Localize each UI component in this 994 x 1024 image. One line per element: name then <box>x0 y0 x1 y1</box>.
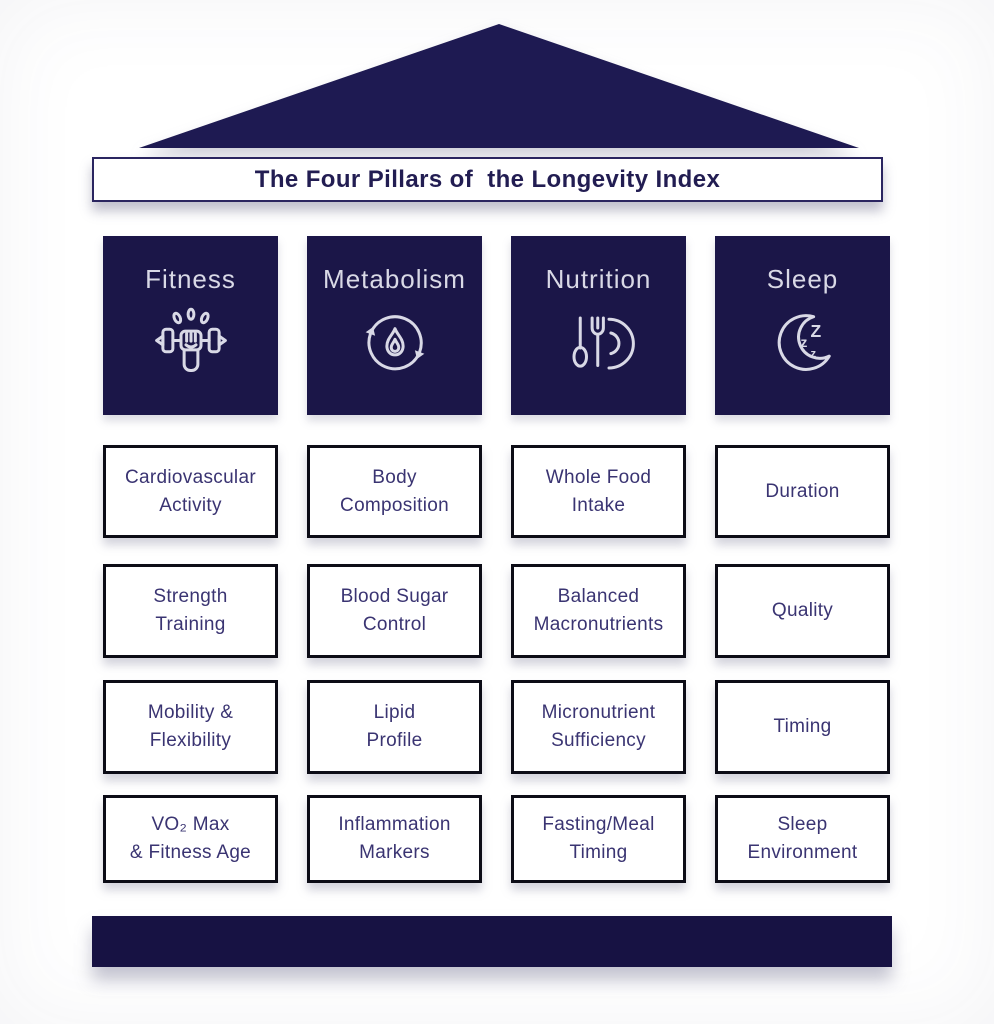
pillar-label: Fitness <box>145 264 236 294</box>
factor-label: Inflammation Markers <box>338 814 451 863</box>
factor-box: Mobility & Flexibility <box>103 680 278 774</box>
pillar-header-fitness: Fitness <box>103 236 278 415</box>
factor-label: Sleep Environment <box>747 814 858 863</box>
cutlery-plate-icon <box>572 316 635 370</box>
factor-label: Mobility & Flexibility <box>147 702 234 751</box>
factor-label: Blood Sugar Control <box>340 586 449 635</box>
pillar-header-sleep: Sleep Z z z <box>715 236 890 415</box>
factor-box: Blood Sugar Control <box>307 564 482 658</box>
factor-box: Fasting/Meal Timing <box>511 795 686 883</box>
factor-label: Micronutrient Sufficiency <box>541 702 656 751</box>
moon-zzz-icon: Z z z <box>777 314 831 371</box>
factor-label: Balanced Macronutrients <box>533 586 664 635</box>
factor-label: Timing <box>773 716 832 738</box>
factor-label: Quality <box>771 600 834 622</box>
factor-box: Lipid Profile <box>307 680 482 774</box>
diagram-title: The Four Pillars of the Longevity Index <box>254 165 721 193</box>
factor-box: Whole Food Intake <box>511 445 686 538</box>
metabolism-flame-cycle-icon <box>365 315 424 371</box>
pillar-label: Metabolism <box>323 264 466 294</box>
factor-box: Micronutrient Sufficiency <box>511 680 686 774</box>
factor-box: Body Composition <box>307 445 482 538</box>
factor-box: Balanced Macronutrients <box>511 564 686 658</box>
pillar-column-sleep: Sleep Z z z Duration Quality Timing Slee… <box>715 236 890 883</box>
factor-box: Cardiovascular Activity <box>103 445 278 538</box>
factor-box: Inflammation Markers <box>307 795 482 883</box>
factor-box: Duration <box>715 445 890 538</box>
factor-box: Quality <box>715 564 890 658</box>
factor-label: Fasting/Meal Timing <box>542 814 655 863</box>
factor-box: Sleep Environment <box>715 795 890 883</box>
title-banner: The Four Pillars of the Longevity Index <box>92 157 883 202</box>
factor-box: Timing <box>715 680 890 774</box>
pillar-column-fitness: Fitness <box>103 236 278 883</box>
factor-label: Body Composition <box>340 466 449 516</box>
pillar-label: Nutrition <box>545 264 652 294</box>
pillar-column-nutrition: Nutrition Whole Food Intake Balanced Mac… <box>511 236 686 883</box>
svg-text:z: z <box>810 348 816 360</box>
pillar-column-metabolism: Metabolism Body Composition Blood Sugar … <box>307 236 482 883</box>
svg-text:z: z <box>800 335 807 350</box>
factor-box: Strength Training <box>103 564 278 658</box>
factor-label: Duration <box>765 480 840 502</box>
roof-triangle <box>139 24 859 148</box>
foundation-bar <box>92 916 892 967</box>
factor-label: Whole Food Intake <box>545 466 652 516</box>
factor-box: VO₂ Max & Fitness Age <box>103 795 278 883</box>
pillar-header-nutrition: Nutrition <box>511 236 686 415</box>
factor-label: Strength Training <box>153 586 228 635</box>
factor-label: Cardiovascular Activity <box>125 466 256 516</box>
factor-label: Lipid Profile <box>366 702 423 751</box>
pillar-header-metabolism: Metabolism <box>307 236 482 415</box>
pillar-label: Sleep <box>766 264 839 294</box>
svg-text:Z: Z <box>810 321 821 341</box>
factor-label: VO₂ Max & Fitness Age <box>129 814 252 863</box>
dumbbell-fist-icon <box>154 307 227 372</box>
